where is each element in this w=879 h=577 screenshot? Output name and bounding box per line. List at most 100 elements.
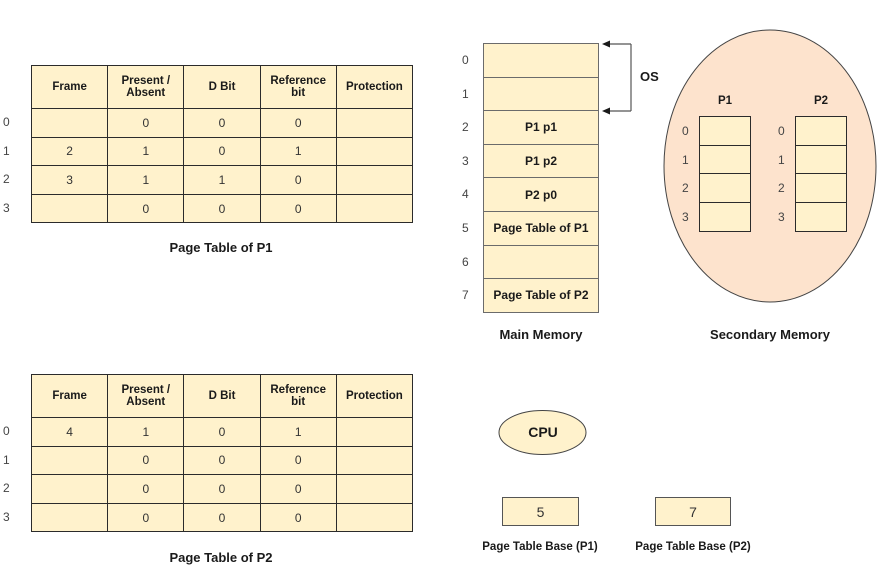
page-index: 3 xyxy=(682,210,689,225)
table-cell: 0 xyxy=(259,193,337,224)
table-cell: 0 xyxy=(259,474,337,504)
row-index: 3 xyxy=(3,509,10,524)
table-cell: 0 xyxy=(183,417,261,447)
table-cell: 0 xyxy=(183,108,261,138)
table-cell xyxy=(335,445,413,476)
column-header: Present /Absent xyxy=(107,374,185,418)
table-cell: 0 xyxy=(259,165,337,195)
table-cell xyxy=(335,108,413,138)
table-cell xyxy=(335,136,413,167)
table-cell: 0 xyxy=(259,108,337,138)
table-cell xyxy=(31,108,109,138)
os-label: OS xyxy=(640,69,659,84)
table-cell: 2 xyxy=(31,136,109,167)
table-cell: 1 xyxy=(183,165,261,195)
table-cell xyxy=(335,474,413,504)
table-cell: 0 xyxy=(107,474,185,504)
table-cell: 0 xyxy=(183,474,261,504)
cpu-ellipse xyxy=(498,410,587,455)
secondary-memory-caption: Secondary Memory xyxy=(710,327,830,342)
column-header: Protection xyxy=(335,374,413,418)
column-header-text: Frame xyxy=(52,81,87,93)
page-table-base-p2-register: 7 xyxy=(655,497,731,526)
page-index: 1 xyxy=(778,152,785,167)
frame-index: 2 xyxy=(462,120,469,135)
frame-index: 3 xyxy=(462,153,469,168)
frame-index: 7 xyxy=(462,288,469,303)
arrowhead-bottom-icon xyxy=(602,107,610,115)
page-slot xyxy=(699,173,751,204)
page-slot xyxy=(795,173,847,204)
page-index: 3 xyxy=(778,210,785,225)
page-index: 0 xyxy=(778,124,785,138)
table-cell xyxy=(335,165,413,195)
page-slot xyxy=(699,116,751,146)
frame-index: 4 xyxy=(462,187,469,202)
process-label: P2 xyxy=(813,95,829,107)
table-cell: 1 xyxy=(107,417,185,447)
table-cell xyxy=(335,502,413,533)
table-cell: 1 xyxy=(259,417,337,447)
table-cell: 0 xyxy=(183,445,261,476)
column-header-text: Absent xyxy=(126,87,166,99)
column-header-text: Protection xyxy=(345,390,403,402)
page-table-base-p1-label: Page Table Base (P1) xyxy=(482,541,598,553)
table-cell xyxy=(31,474,109,504)
table-cell: 0 xyxy=(183,193,261,224)
memory-frame xyxy=(483,76,599,112)
frame-index: 1 xyxy=(462,86,469,101)
page-slot xyxy=(795,144,847,175)
column-header-text: Frame xyxy=(52,390,87,402)
table-cell: 3 xyxy=(31,165,109,195)
page-table-base-p2-label: Page Table Base (P2) xyxy=(635,541,751,553)
table-cell: 0 xyxy=(183,502,261,533)
column-header-text: Absent xyxy=(126,396,166,408)
row-index: 0 xyxy=(3,424,10,438)
memory-frame: Page Table of P2 xyxy=(483,278,599,313)
column-header: D Bit xyxy=(183,65,261,109)
table-cell: 4 xyxy=(31,417,109,447)
table-cell: 0 xyxy=(107,193,185,224)
column-header-text: Reference xyxy=(270,75,326,87)
page-slot xyxy=(699,202,751,232)
column-header-text: D Bit xyxy=(208,81,236,93)
page-slot xyxy=(795,202,847,232)
row-index: 3 xyxy=(3,200,10,215)
process-label: P1 xyxy=(717,95,733,107)
column-header: D Bit xyxy=(183,374,261,418)
table-cell xyxy=(31,502,109,533)
column-header: Protection xyxy=(335,65,413,109)
table-cell: 0 xyxy=(107,445,185,476)
page-table-p2-caption: Page Table of P2 xyxy=(169,550,273,565)
page-index: 2 xyxy=(778,181,785,196)
column-header: Present /Absent xyxy=(107,65,185,109)
column-header-text: Protection xyxy=(345,81,403,93)
column-header-text: Reference xyxy=(270,384,326,396)
table-cell: 1 xyxy=(259,136,337,167)
column-header-text: Present / xyxy=(121,384,171,396)
secondary-memory-ellipse xyxy=(663,29,877,303)
column-header-text: Present / xyxy=(121,75,171,87)
column-header-text: bit xyxy=(291,87,306,99)
memory-frame xyxy=(483,244,599,280)
main-memory-caption: Main Memory xyxy=(499,327,583,342)
row-index: 2 xyxy=(3,481,10,496)
table-cell: 0 xyxy=(183,136,261,167)
table-cell: 1 xyxy=(107,165,185,195)
memory-frame: P2 p0 xyxy=(483,177,599,212)
frame-index: 0 xyxy=(462,53,469,67)
table-cell: 0 xyxy=(259,502,337,533)
memory-frame: Page Table of P1 xyxy=(483,211,599,246)
table-cell xyxy=(335,193,413,224)
memory-frame: P1 p1 xyxy=(483,110,599,145)
page-slot xyxy=(699,144,751,175)
frame-index: 5 xyxy=(462,221,469,235)
frame-index: 6 xyxy=(462,254,469,269)
row-index: 1 xyxy=(3,143,10,158)
table-cell: 0 xyxy=(259,445,337,476)
arrowhead-top-icon xyxy=(602,40,610,48)
memory-frame: P1 p2 xyxy=(483,143,599,179)
page-index: 2 xyxy=(682,181,689,196)
